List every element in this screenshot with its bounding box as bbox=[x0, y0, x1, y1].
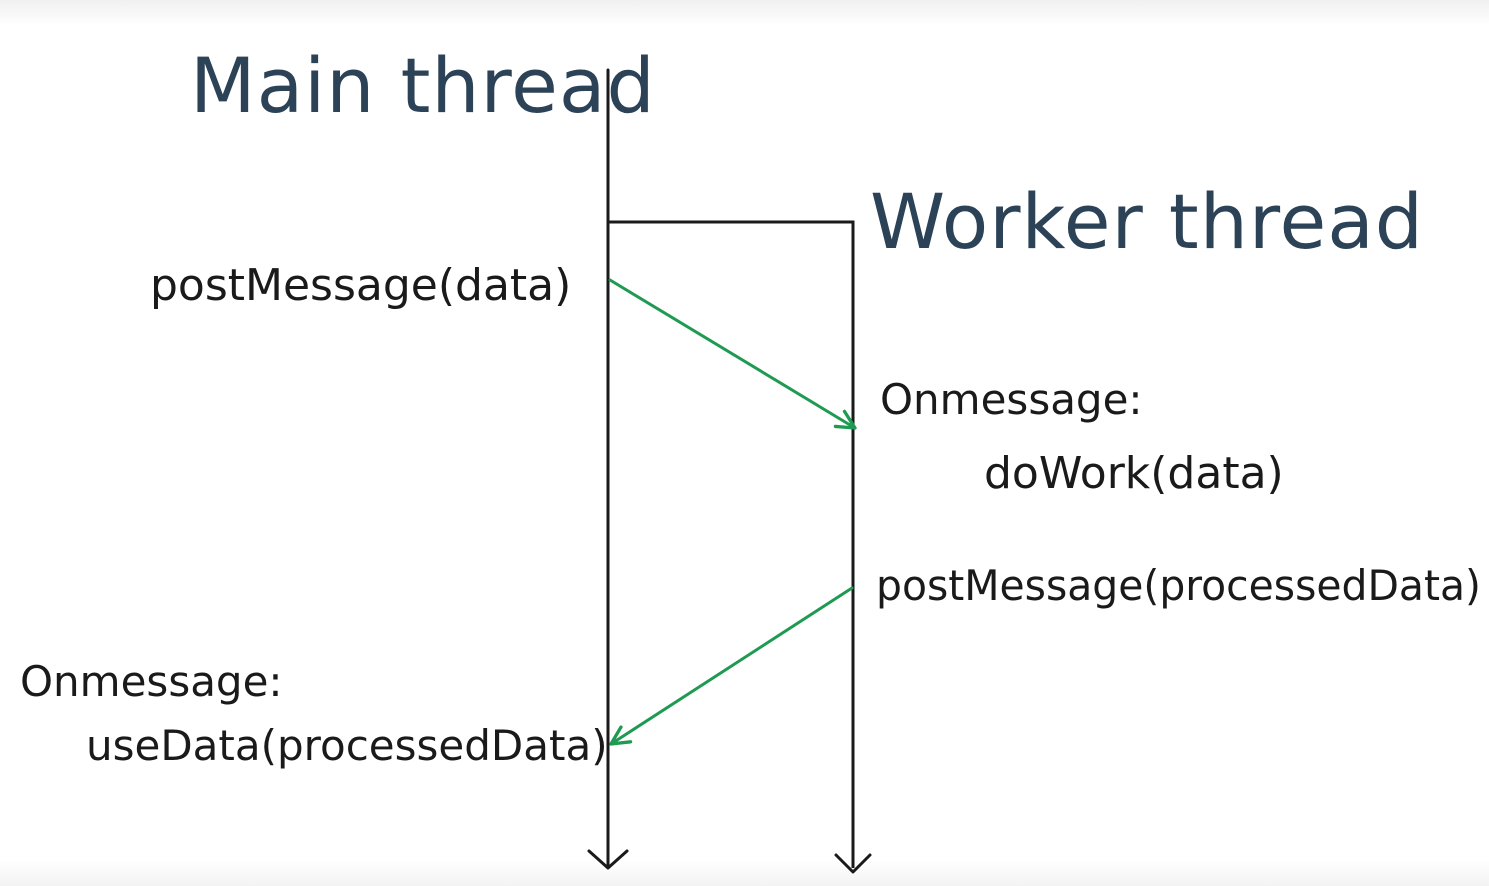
worker-thread-arrowhead bbox=[834, 853, 872, 874]
worker-do-work-label: doWork(data) bbox=[984, 448, 1284, 499]
worker-onmessage-label: Onmessage: bbox=[880, 375, 1143, 424]
worker-thread-title: Worker thread bbox=[870, 177, 1424, 266]
main-onmessage-label: Onmessage: bbox=[20, 657, 283, 706]
worker-post-message-label: postMessage(processedData) bbox=[876, 561, 1481, 610]
message-arrow-to-worker bbox=[608, 278, 857, 430]
message-arrow-to-main bbox=[609, 586, 854, 746]
spawn-connector bbox=[608, 220, 855, 868]
main-post-message-label: postMessage(data) bbox=[150, 260, 571, 311]
main-thread-arrowhead bbox=[587, 849, 629, 870]
main-thread-title: Main thread bbox=[190, 41, 656, 130]
main-use-data-label: useData(processedData) bbox=[86, 721, 608, 770]
